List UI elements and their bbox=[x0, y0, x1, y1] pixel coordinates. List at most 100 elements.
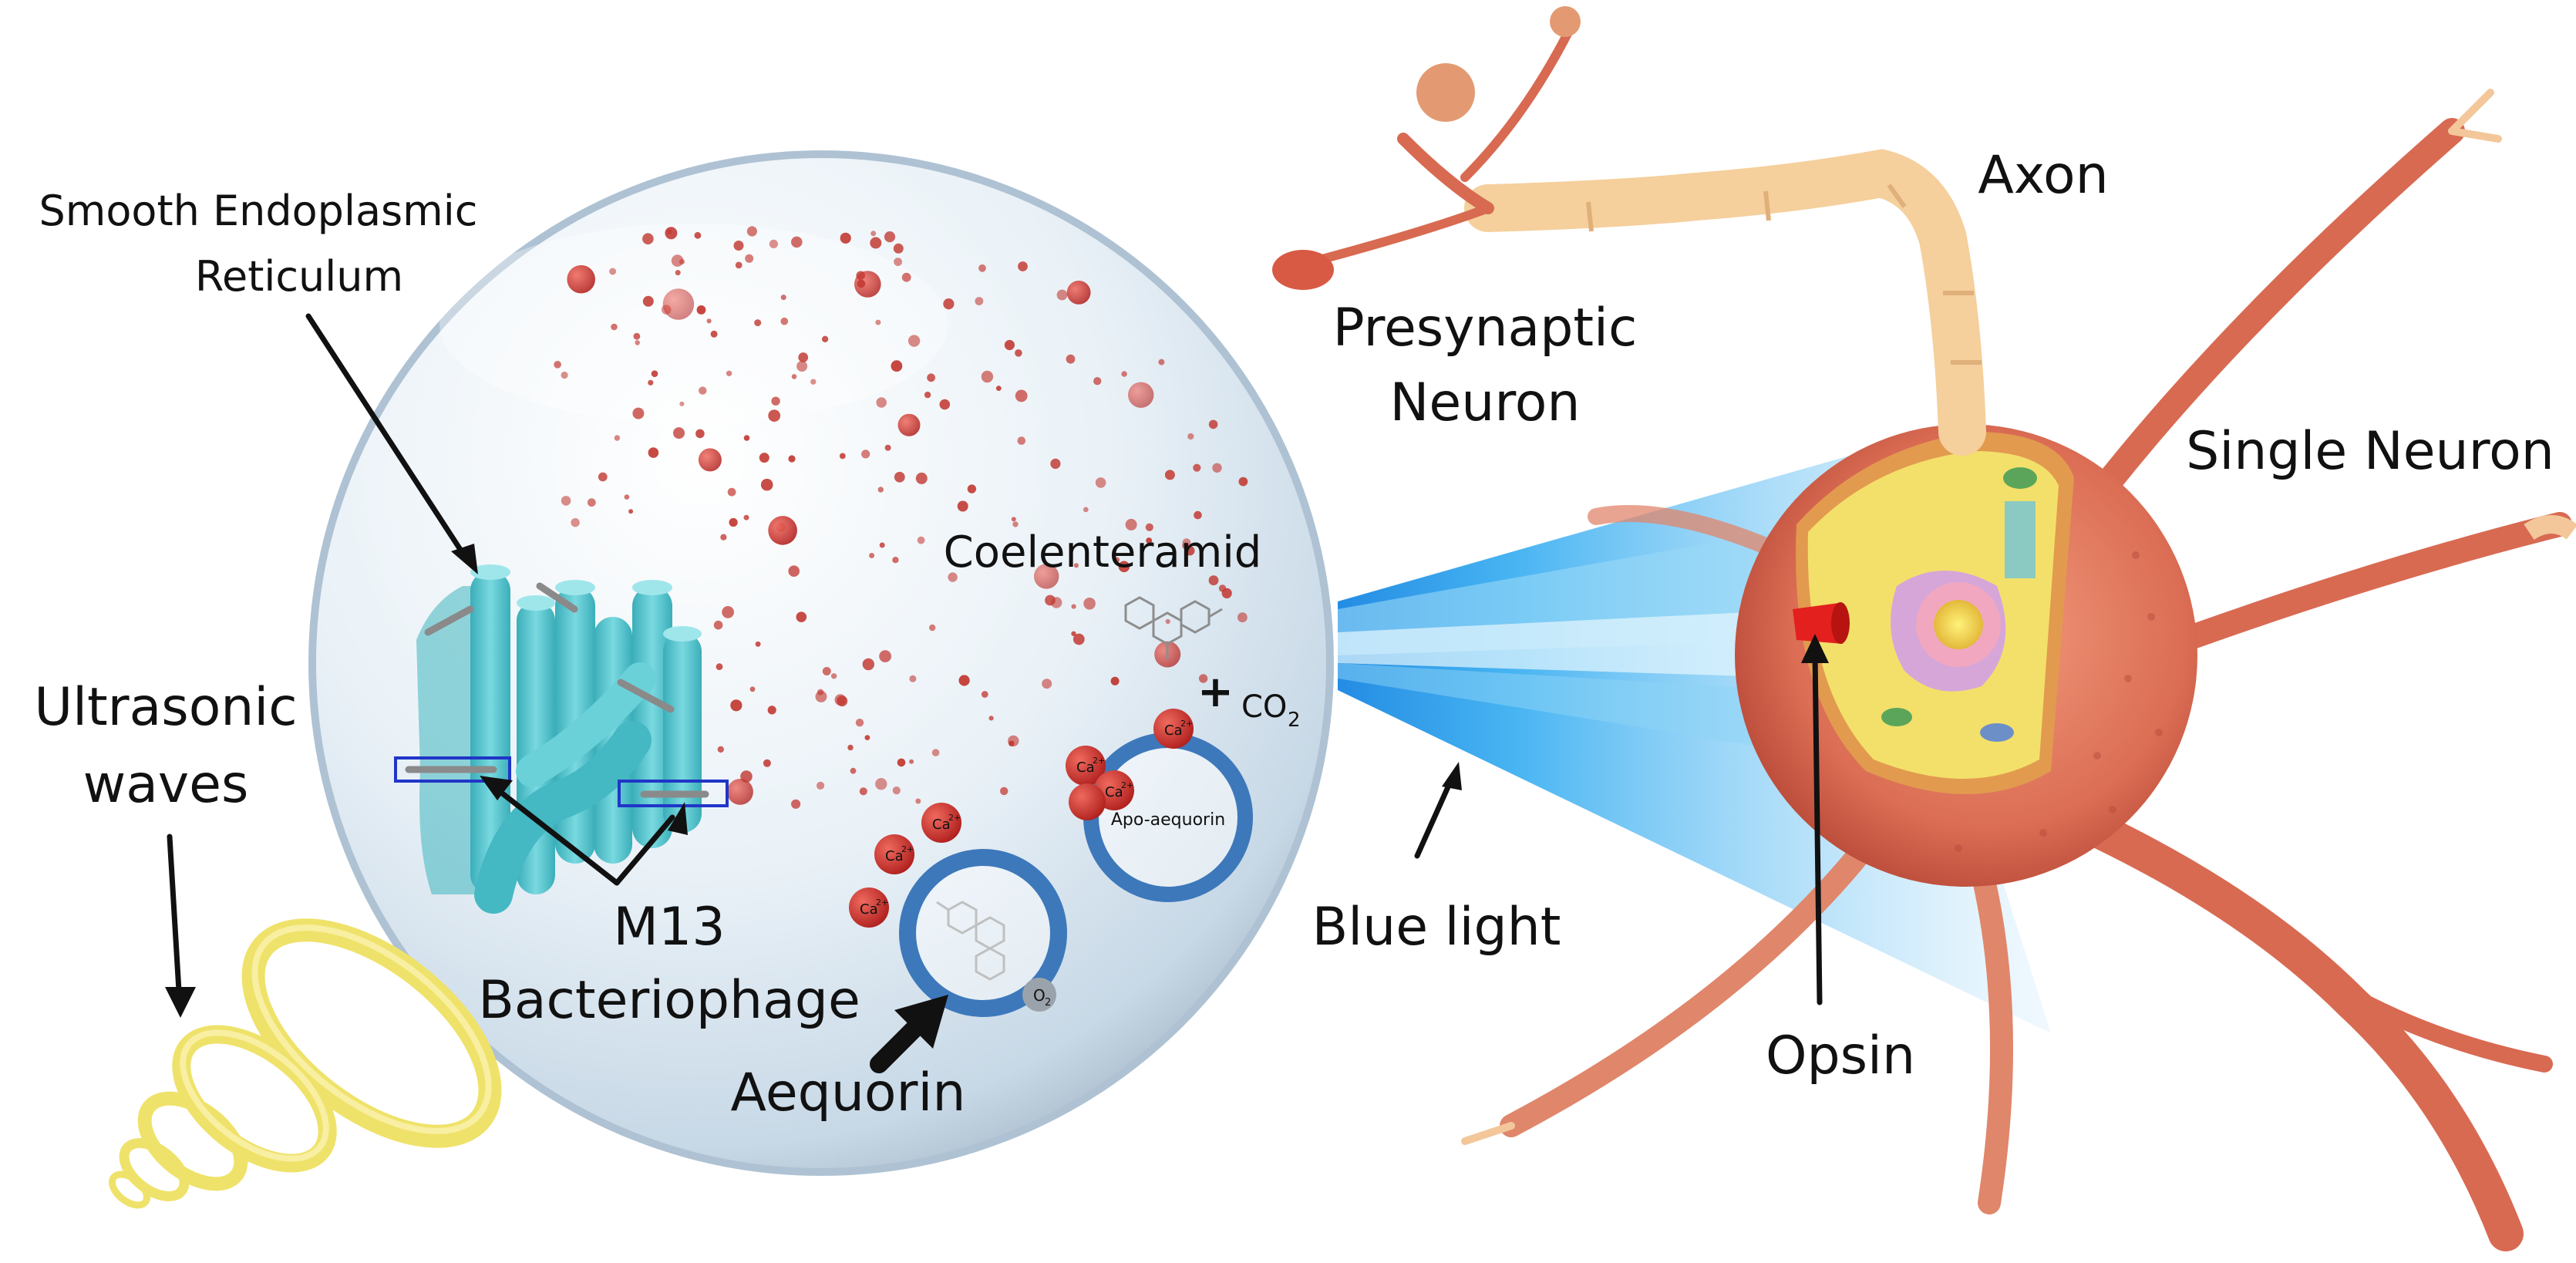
calcium-dot bbox=[909, 675, 917, 682]
calcium-dot bbox=[1193, 463, 1201, 472]
calcium-dot bbox=[642, 295, 654, 307]
calcium-dot bbox=[943, 298, 955, 310]
calcium-dot bbox=[743, 514, 749, 520]
calcium-dot bbox=[834, 694, 847, 706]
calcium-dot bbox=[917, 536, 925, 544]
calcium-dot bbox=[884, 444, 891, 451]
calcium-dot bbox=[698, 448, 722, 472]
calcium-dot bbox=[877, 487, 884, 493]
calcium-dot bbox=[713, 620, 723, 630]
pointer-arrows bbox=[165, 313, 1829, 1073]
svg-text:2+: 2+ bbox=[1093, 756, 1105, 766]
calcium-dot bbox=[628, 509, 634, 514]
svg-text:2+: 2+ bbox=[901, 844, 914, 854]
calcium-dot bbox=[720, 534, 727, 541]
calcium-dot bbox=[894, 258, 902, 266]
calcium-dot bbox=[769, 239, 779, 248]
calcium-dot bbox=[924, 391, 931, 399]
calcium-dot bbox=[901, 272, 911, 282]
calcium-dot bbox=[571, 518, 580, 527]
calcium-dot bbox=[981, 691, 988, 698]
svg-text:2+: 2+ bbox=[1180, 719, 1193, 729]
calcium-dot bbox=[847, 744, 854, 751]
calcium-dot bbox=[1182, 542, 1189, 550]
calcium-dot bbox=[1208, 575, 1219, 586]
calcium-dot bbox=[856, 271, 865, 281]
calcium-dot bbox=[948, 572, 958, 582]
svg-text:Ca: Ca bbox=[1105, 784, 1123, 800]
calcium-dot bbox=[861, 450, 870, 459]
calcium-dot bbox=[859, 787, 867, 796]
calcium-dot bbox=[760, 478, 773, 491]
calcium-dot bbox=[791, 374, 797, 379]
calcium-dot bbox=[1158, 359, 1165, 365]
calcium-dot bbox=[879, 542, 885, 548]
calcium-dot bbox=[587, 498, 596, 507]
calcium-dot bbox=[894, 471, 905, 483]
calcium-dot bbox=[1034, 564, 1059, 589]
calcium-dot bbox=[1212, 463, 1222, 473]
phage-highlight-box-left bbox=[394, 756, 511, 783]
calcium-dot bbox=[915, 798, 921, 804]
calcium-dot bbox=[1164, 470, 1175, 480]
calcium-dot bbox=[907, 335, 921, 347]
calcium-dot bbox=[740, 770, 753, 783]
calcium-dot bbox=[978, 264, 986, 272]
svg-text:Ca: Ca bbox=[932, 817, 951, 833]
calcium-dot bbox=[1125, 518, 1137, 530]
calcium-dot bbox=[648, 447, 659, 458]
calcium-dot bbox=[1083, 507, 1089, 513]
calcium-dot bbox=[1128, 382, 1154, 408]
calcium-dot bbox=[598, 472, 608, 482]
opsin-icon bbox=[1793, 602, 1850, 644]
calcium-dot bbox=[662, 288, 695, 320]
calcium-dot bbox=[624, 494, 630, 500]
svg-text:Ca: Ca bbox=[1076, 759, 1095, 776]
phage-highlight-box-right bbox=[618, 780, 729, 807]
calcium-dot bbox=[1042, 679, 1052, 689]
m13-label-line1: M13 bbox=[613, 897, 725, 958]
calcium-dot bbox=[821, 335, 829, 342]
calcium-dot bbox=[927, 373, 935, 382]
calcium-dot bbox=[1118, 561, 1130, 573]
calcium-dot bbox=[791, 236, 803, 248]
calcium-dot bbox=[876, 397, 887, 408]
calcium-dot bbox=[939, 399, 951, 410]
calcium-ion: Ca 2+ bbox=[874, 834, 914, 874]
calcium-dot bbox=[648, 379, 654, 386]
calcium-dot bbox=[735, 261, 742, 269]
calcium-dot bbox=[957, 500, 968, 512]
calcium-dot bbox=[796, 361, 808, 372]
calcium-dot bbox=[642, 233, 654, 245]
calcium-dot bbox=[699, 386, 707, 395]
calcium-dot bbox=[817, 781, 825, 790]
neuron-icon bbox=[1461, 89, 2576, 1251]
svg-text:2+: 2+ bbox=[876, 898, 888, 908]
calcium-dot bbox=[857, 279, 866, 288]
calcium-dot bbox=[1050, 458, 1061, 470]
calcium-dot bbox=[561, 496, 571, 506]
o2-label: O bbox=[1033, 986, 1046, 1005]
calcium-dot bbox=[915, 472, 928, 484]
ser-label-line1: Smooth Endoplasmic bbox=[39, 187, 478, 235]
calcium-dot bbox=[706, 318, 712, 324]
calcium-dot bbox=[679, 258, 685, 265]
calcium-dot bbox=[561, 371, 568, 379]
calcium-dot bbox=[567, 264, 595, 294]
calcium-dot bbox=[1208, 419, 1218, 429]
calcium-dot bbox=[967, 484, 977, 493]
calcium-dot bbox=[1066, 281, 1091, 305]
calcium-dot bbox=[754, 319, 762, 327]
calcium-dot bbox=[609, 268, 617, 275]
calcium-dot bbox=[893, 243, 904, 254]
calcium-dot bbox=[875, 778, 887, 790]
calcium-dot bbox=[1017, 436, 1026, 445]
svg-text:2+: 2+ bbox=[948, 813, 961, 823]
calcium-dot bbox=[988, 716, 994, 721]
blue-light-label: Blue light bbox=[1312, 897, 1561, 958]
calcium-dot bbox=[633, 332, 641, 340]
calcium-dot bbox=[1073, 563, 1079, 568]
ultrasonic-label-line1: Ultrasonic bbox=[34, 677, 297, 738]
calcium-dot bbox=[1194, 510, 1202, 520]
